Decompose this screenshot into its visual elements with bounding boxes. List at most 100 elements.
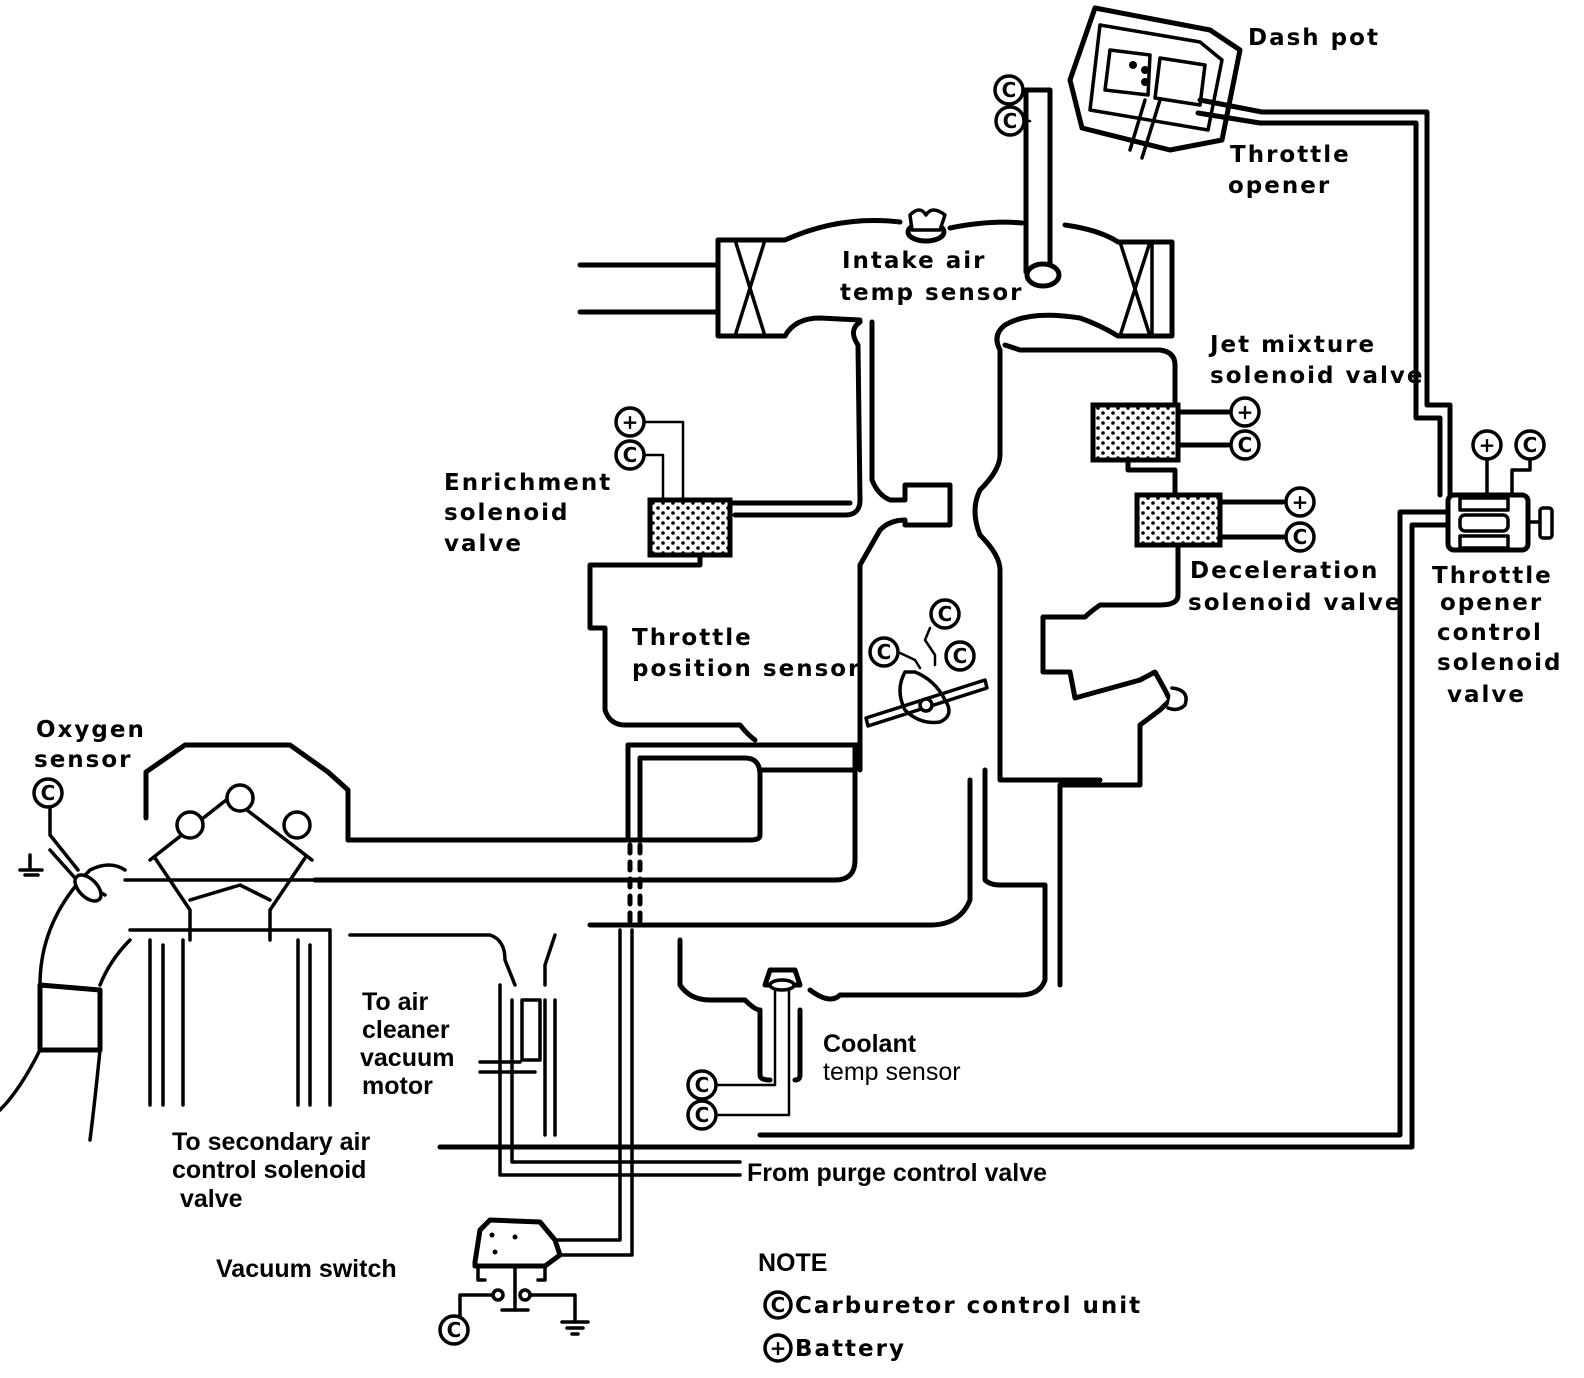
- control-unit-icon: C: [994, 105, 1026, 137]
- control-unit-icon: C: [1229, 429, 1261, 461]
- vacuum-switch-label: Vacuum switch: [216, 1255, 397, 1283]
- svg-text:To air: To air: [362, 988, 428, 1016]
- svg-text:Oxygen: Oxygen: [36, 717, 146, 743]
- throttle-opener-label: Throttle opener: [1228, 142, 1351, 199]
- svg-text:Jet mixture: Jet mixture: [1208, 332, 1376, 358]
- exhaust-pipe-with-oxygen-sensor: [0, 788, 132, 1142]
- svg-text:position sensor: position sensor: [632, 656, 861, 682]
- to-secondary-air-label: To secondary air control solenoid valve: [172, 1128, 370, 1213]
- control-unit-icon: C: [1284, 521, 1316, 553]
- svg-text:Deceleration: Deceleration: [1190, 558, 1379, 584]
- svg-text:solenoid: solenoid: [1437, 650, 1563, 676]
- svg-text:motor: motor: [362, 1072, 433, 1100]
- svg-text:opener: opener: [1228, 173, 1331, 199]
- svg-text:+: +: [1237, 400, 1254, 424]
- svg-text:+: +: [1479, 433, 1496, 457]
- intake-air-temp-sensor-label: Intake air temp sensor: [840, 248, 1024, 306]
- jet-mixture-solenoid-valve-label: Jet mixture solenoid valve: [1208, 332, 1425, 389]
- svg-text:C: C: [1238, 433, 1253, 457]
- coolant-temp-sensor-label: Coolant temp sensor: [823, 1030, 961, 1086]
- svg-text:C: C: [771, 1293, 786, 1317]
- battery-icon: +: [1229, 396, 1261, 428]
- enrichment-solenoid-valve: [587, 420, 853, 743]
- svg-text:C: C: [695, 1103, 710, 1127]
- manifold-ports: [478, 928, 742, 1257]
- oxygen-sensor-label: Oxygen sensor: [34, 717, 146, 773]
- svg-text:+: +: [770, 1336, 787, 1360]
- control-unit-icon: C: [929, 598, 961, 630]
- svg-text:valve: valve: [1447, 682, 1526, 708]
- control-unit-icon: C: [868, 636, 900, 668]
- control-unit-icon: C: [686, 1099, 718, 1131]
- svg-text:Throttle: Throttle: [1230, 142, 1351, 168]
- intake-air-temp-probe: [1018, 87, 1062, 289]
- svg-text:control solenoid: control solenoid: [172, 1156, 366, 1184]
- svg-text:Coolant: Coolant: [823, 1030, 917, 1058]
- svg-text:To secondary air: To secondary air: [172, 1128, 370, 1156]
- legend-item-battery: + Battery: [763, 1333, 906, 1363]
- svg-text:C: C: [1002, 78, 1017, 102]
- svg-text:Battery: Battery: [795, 1336, 906, 1362]
- carburetor-body: [732, 319, 1178, 783]
- battery-icon: +: [1284, 486, 1316, 518]
- svg-text:Intake air: Intake air: [842, 248, 986, 274]
- control-unit-icon: C: [763, 1290, 793, 1320]
- svg-text:C: C: [953, 644, 968, 668]
- enrichment-solenoid-valve-label: Enrichment solenoid valve: [444, 470, 612, 557]
- svg-text:solenoid valve: solenoid valve: [1210, 363, 1425, 389]
- throttle-opener-control-solenoid-valve-label: Throttle opener control solenoid valve: [1432, 563, 1563, 708]
- legend-item-control-unit: C Carburetor control unit: [763, 1290, 1142, 1320]
- control-unit-icon: C: [1514, 429, 1546, 461]
- note-legend: NOTE C Carburetor control unit + Battery: [758, 1249, 1142, 1363]
- battery-icon: +: [1471, 429, 1503, 461]
- throttle-position-sensor: [864, 626, 989, 728]
- battery-icon: +: [763, 1333, 793, 1363]
- note-heading: NOTE: [758, 1249, 827, 1277]
- dash-pot-label: Dash pot: [1248, 25, 1380, 51]
- svg-text:C: C: [1003, 109, 1018, 133]
- control-unit-icon: C: [614, 439, 646, 471]
- control-unit-icon: C: [993, 74, 1025, 106]
- svg-text:Throttle: Throttle: [632, 625, 753, 651]
- vacuum-lines: [312, 742, 1063, 1002]
- svg-text:C: C: [877, 640, 892, 664]
- svg-text:+: +: [1292, 490, 1309, 514]
- carburetor-air-horn: [577, 208, 1175, 339]
- battery-icon: +: [614, 406, 646, 438]
- svg-text:C: C: [447, 1318, 462, 1342]
- svg-text:C: C: [695, 1073, 710, 1097]
- control-unit-icon: C: [944, 640, 976, 672]
- vacuum-switch: [458, 1217, 590, 1336]
- svg-text:control: control: [1437, 620, 1543, 646]
- deceleration-solenoid-valve-label: Deceleration solenoid valve: [1188, 558, 1403, 616]
- svg-text:+: +: [622, 410, 639, 434]
- svg-text:solenoid valve: solenoid valve: [1188, 590, 1403, 616]
- svg-text:C: C: [1523, 433, 1538, 457]
- control-unit-icon: C: [32, 777, 64, 809]
- throttle-position-sensor-label: Throttle position sensor: [632, 625, 861, 682]
- svg-text:valve: valve: [444, 531, 523, 557]
- jet-mixture-solenoid-valve: [1090, 402, 1231, 498]
- svg-text:solenoid: solenoid: [444, 500, 570, 526]
- dash-pot-icon: [1067, 5, 1453, 498]
- engine-cylinder-head: [123, 742, 557, 1107]
- svg-text:C: C: [938, 602, 953, 626]
- coolant-temp-sensor: [677, 937, 803, 1117]
- svg-text:cleaner: cleaner: [362, 1016, 450, 1044]
- svg-text:C: C: [1293, 525, 1308, 549]
- throttle-opener-control-solenoid-valve: [437, 456, 1554, 1150]
- from-purge-control-valve-label: From purge control valve: [747, 1159, 1047, 1187]
- control-unit-icon: C: [686, 1069, 718, 1101]
- svg-text:sensor: sensor: [34, 747, 133, 773]
- svg-text:Carburetor control unit: Carburetor control unit: [795, 1293, 1142, 1319]
- deceleration-solenoid-valve: [1040, 492, 1286, 803]
- svg-text:Enrichment: Enrichment: [444, 470, 612, 496]
- svg-text:opener: opener: [1440, 590, 1543, 616]
- svg-text:Throttle: Throttle: [1432, 563, 1553, 589]
- to-air-cleaner-vacuum-motor-label: To air cleaner vacuum motor: [360, 988, 454, 1100]
- svg-text:C: C: [623, 443, 638, 467]
- svg-text:valve: valve: [180, 1185, 243, 1213]
- svg-text:temp sensor: temp sensor: [840, 280, 1024, 306]
- svg-text:temp sensor: temp sensor: [823, 1058, 961, 1086]
